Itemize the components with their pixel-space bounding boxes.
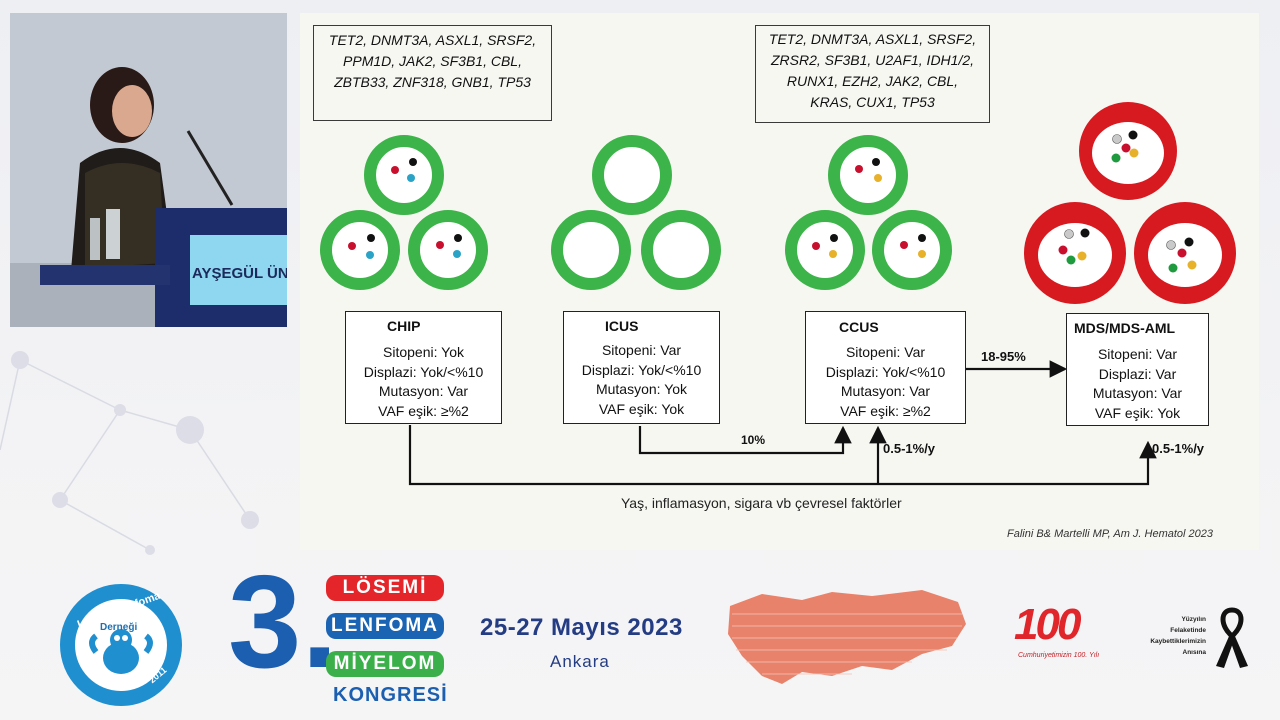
label-chip-to-ccus: 0.5-1%/y [883,441,936,456]
stage-line: Displazi: Var [1098,365,1177,382]
memorial-line: Felaketinde [1170,627,1206,634]
stage-line: Sitopeni: Var [1097,346,1178,362]
citation: Falini B& Martelli MP, Am J. Hematol 202… [1007,528,1214,540]
stage-box-icus: ICUS Sitopeni: Var Displazi: Yok/<%10 Mu… [563,311,720,424]
gene-line: KRAS, CUX1, TP53 [810,94,935,110]
stage-box-mds-aml: MDS/MDS-AML Sitopeni: Var Displazi: Var … [1066,313,1209,426]
memorial-text: Yüzyılın Felaketinde Kaybettiklerimizin … [1144,614,1206,658]
stage-line: Mutasyon: Var [378,383,469,399]
centenary-number: 100 [1014,600,1081,649]
gene-line: RUNX1, EZH2, JAK2, CBL, [786,73,959,89]
stage-line: VAF eşik: Yok [598,400,685,417]
black-ribbon-icon [1216,607,1248,668]
congress-footer: Lösemi Lenfoma Miyelom Derneği 2011 3. L… [0,552,1280,720]
stage-line: VAF eşik: ≥%2 [378,402,469,419]
background-network-decoration [0,351,259,555]
centenary-caption: Cumhuriyetimizin 100. Yılı [1018,652,1100,659]
icus-cell-left [551,210,631,290]
stage-title: CCUS [839,319,879,335]
ccus-cell-right [872,210,952,290]
stage-line: Displazi: Yok/<%10 [363,363,484,380]
arrow-icus-to-ccus [638,425,852,455]
gene-line: TET2, DNMT3A, ASXL1, SRSF2, [768,31,977,47]
gene-list-box-chip: TET2, DNMT3A, ASXL1, SRSF2, PPM1D, JAK2,… [313,25,552,121]
environmental-factors-note: Yaş, inflamasyon, sigara vb çevresel fak… [621,495,902,511]
memorial-line: Yüzyılın [1181,616,1206,623]
stage-line: Mutasyon: Yok [595,381,688,397]
speaker-video: AYŞEGÜL ÜN [10,13,287,327]
stage-box-chip: CHIP Sitopeni: Yok Displazi: Yok/<%10 Mu… [345,311,502,424]
gene-line: ZRSR2, SF3B1, U2AF1, IDH1/2, [770,52,975,68]
pill-losemi: LÖSEMİ [326,575,444,601]
diagram-graphics [320,102,1236,486]
stage-line: Mutasyon: Var [1092,385,1183,401]
ccus-cell-cluster [785,135,952,290]
association-logo [60,584,182,706]
presentation-slide: TET2, DNMT3A, ASXL1, SRSF2, PPM1D, JAK2,… [300,13,1259,550]
memorial-line: Kaybettiklerimizin [1150,638,1206,645]
chip-cell-right [408,210,488,290]
label-ccus-to-mds: 18-95% [981,349,1026,364]
pill-lenfoma: LENFOMA [326,613,444,639]
chip-cell-cluster [320,135,488,290]
stage-line: VAF eşik: Yok [1094,404,1181,421]
gene-line: TET2, DNMT3A, ASXL1, SRSF2, [328,32,537,48]
gene-line: PPM1D, JAK2, SF3B1, CBL, [343,53,522,69]
gene-line: ZBTB33, ZNF318, GNB1, TP53 [334,74,531,90]
stage-line: Sitopeni: Var [601,342,682,358]
stage-title: ICUS [605,318,639,334]
turkey-map-graphic [728,590,966,684]
stage-line: Displazi: Yok/<%10 [825,363,946,380]
icus-cell-top [592,135,672,215]
logo-sub-text: Derneği [100,622,138,633]
stage-line: Mutasyon: Var [840,383,931,399]
kongresi-text: KONGRESİ [333,684,448,706]
ccus-cell-left [785,210,865,290]
icus-cell-cluster [551,135,721,290]
stage-line: Sitopeni: Var [845,344,926,360]
stage-line: Sitopeni: Yok [383,344,464,360]
stage-line: VAF eşik: ≥%2 [840,402,931,419]
congress-dates: 25-27 Mayıs 2023 [480,614,683,641]
centenary-logo: 100 Cumhuriyetimizin 100. Yılı [1014,600,1124,660]
pill-miyelom: MİYELOM [326,651,444,677]
memorial-line: Anısına [1182,649,1206,656]
congress-number: 3. [228,548,339,695]
gene-list-box-ccus: TET2, DNMT3A, ASXL1, SRSF2, ZRSR2, SF3B1… [755,25,990,123]
stage-title: CHIP [387,318,421,334]
speaker-video-scene [10,13,287,327]
stage-title: MDS/MDS-AML [1074,320,1176,336]
stage-box-ccus: CCUS Sitopeni: Var Displazi: Yok/<%10 Mu… [805,311,966,424]
label-chip-to-mds: 0.5-1%/y [1152,441,1205,456]
arrow-chip-to-mds [408,425,1157,486]
stage-line: Displazi: Yok/<%10 [581,361,702,378]
mds-cell-cluster [1024,102,1236,304]
icus-cell-right [641,210,721,290]
congress-city: Ankara [550,652,610,671]
podium-name: AYŞEGÜL ÜN [192,265,287,282]
chip-cell-top [364,135,444,215]
ccus-cell-top [828,135,908,215]
label-icus-to-ccus: 10% [741,433,766,447]
flow-arrows [408,360,1157,486]
chip-cell-left [320,210,400,290]
